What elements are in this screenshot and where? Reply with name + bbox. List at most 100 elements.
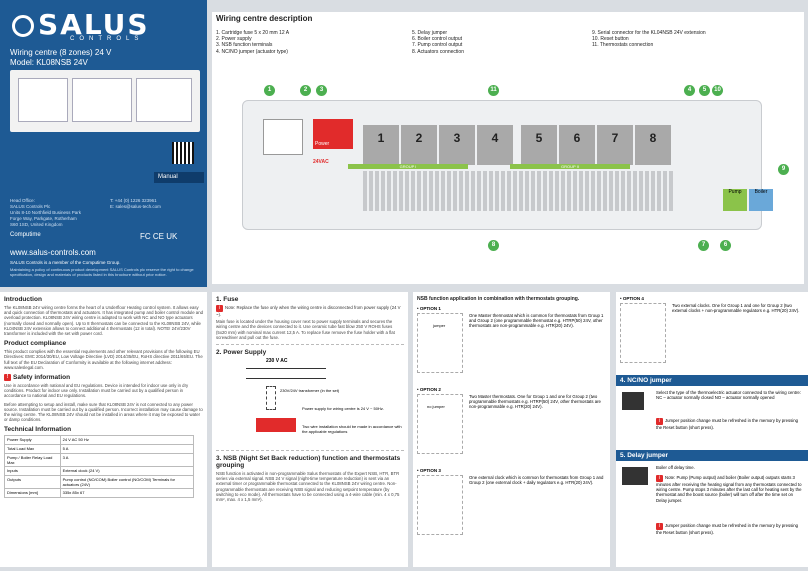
table-row: Dimensions [mm]335x 85x 67 — [4, 488, 195, 499]
nsb-options-panel: NSB function application in combination … — [413, 292, 610, 567]
legend-col-2: 5. Delay jumper 6. Boiler control output… — [412, 30, 464, 55]
legend-item: 10. Reset button — [592, 36, 629, 43]
phone: T: +44 (0) 1226 323961 — [110, 198, 157, 203]
qr-code-icon — [172, 142, 194, 164]
note-icon: i — [656, 475, 663, 482]
legend-item: 11. Thermostats connection — [592, 42, 654, 49]
website-link[interactable]: www.salus-controls.com — [10, 248, 96, 257]
legend-item: 3. NSB function terminals — [216, 42, 273, 49]
ncno-text: Select the type of the thermoelectric ac… — [656, 390, 801, 401]
callout-5: 5 — [699, 85, 710, 96]
product-title: Wiring centre (8 zones) 24 V — [10, 48, 112, 57]
delay-jumper-icon — [622, 467, 648, 485]
legal-notice: Maintaining a policy of continuous produ… — [10, 267, 194, 277]
jumper-label: jumper — [433, 323, 446, 328]
email: E: sales@salus-tech.com — [110, 204, 161, 209]
divider — [216, 450, 404, 452]
cover-panel: SALUS CONTROLS Wiring centre (8 zones) 2… — [0, 0, 207, 287]
tech-key: Total Load Max — [4, 444, 61, 455]
option-2-title: • OPTION 2 — [417, 387, 441, 392]
legend-col-1: 1. Cartridge fuse 5 x 20 mm 12 A 2. Powe… — [216, 30, 289, 55]
office-line: SALUS Controls Plc — [10, 204, 51, 209]
boiler-label: Boiler — [754, 189, 768, 195]
option-1-diagram — [417, 313, 463, 373]
compliance-text: This product complies with the essential… — [4, 349, 203, 370]
voltage-label: 24VAC — [313, 159, 329, 165]
tech-key: Outputs — [4, 475, 61, 490]
member-statement: SALUS Controls is a member of the Comput… — [10, 260, 121, 265]
compliance-title: Product compliance — [4, 340, 67, 348]
transformer-label: 230V/24V transformer (in the set) — [280, 388, 340, 394]
no-jumper-label: no jumper — [427, 404, 445, 409]
pump-label: Pump — [728, 189, 742, 195]
product-model: Model: KL08NSB 24V — [10, 58, 88, 67]
note-icon: i — [656, 418, 663, 425]
zone-4: 4 — [477, 125, 513, 165]
wiring-board: Power 24VAC 1 2 3 4 5 6 7 8 Pump Boiler — [242, 100, 773, 230]
ncno-jumper-icon — [622, 392, 644, 410]
callout-11: 11 — [488, 85, 499, 96]
fuse-title: 1. Fuse — [216, 296, 239, 303]
callout-3: 3 — [316, 85, 327, 96]
power-terminal: Power — [313, 119, 353, 149]
legend-item: 8. Actuators connection — [412, 48, 464, 55]
office-label: Head Office: — [10, 198, 35, 203]
callout-4: 4 — [684, 85, 695, 96]
legend-col-3: 9. Serial connector for the KL04NSB 24V … — [592, 30, 706, 49]
callout-7: 7 — [698, 240, 709, 251]
option-1-block: jumper One Master thermostat which is co… — [413, 313, 610, 383]
tech-key: Power Supply — [4, 435, 61, 446]
option-1-title: • OPTION 1 — [417, 306, 441, 311]
note-icon: i — [656, 523, 663, 530]
safety-text-1: Use in accordance with national and EU r… — [4, 383, 189, 399]
zone-3: 3 — [439, 125, 475, 165]
option-4-title: • OPTION 4 — [620, 296, 644, 301]
legend-item: 5. Delay jumper — [412, 30, 448, 36]
delay-note-2-text: Jumper position change must be refreshed… — [656, 523, 799, 535]
option-3-title: • OPTION 3 — [417, 468, 441, 473]
option-3-block: One external clock which is common for t… — [413, 475, 610, 545]
two-wire-note: Two wire installation should be made in … — [302, 424, 402, 435]
manual-badge: Manual — [154, 172, 204, 183]
power-label: Power — [315, 141, 330, 147]
zone-6: 6 — [559, 125, 595, 165]
office-address: Head Office: SALUS Controls Plc Units 8-… — [10, 198, 100, 228]
office-line: Units 8-10 Northfield Business Park — [10, 210, 82, 215]
callout-6: 6 — [720, 240, 731, 251]
wiring-panel: Wiring centre description 1. Cartridge f… — [212, 12, 804, 284]
power-block — [256, 418, 296, 433]
intro-panel: Introduction The KL08NSB 24V wiring cent… — [0, 292, 207, 567]
device-image — [10, 70, 200, 132]
tech-key: Inputs — [4, 466, 61, 477]
vac-label: 230 V AC — [266, 358, 288, 365]
intro-title: Introduction — [4, 296, 42, 303]
nsb-options-title: NSB function application in combination … — [417, 296, 580, 302]
callout-10: 10 — [712, 85, 723, 96]
legend-item: 1. Cartridge fuse 5 x 20 mm 12 A — [216, 30, 290, 36]
device-left-block — [18, 78, 68, 122]
wiring-title: Wiring centre description — [216, 14, 313, 23]
office-line: Forge Way, Parkgate, Rotherham — [10, 216, 77, 221]
zone-5: 5 — [521, 125, 557, 165]
device-right-block — [136, 78, 192, 122]
tech-key: Dimensions [mm] — [4, 488, 61, 499]
wire-line — [246, 368, 326, 370]
legend-item: 6. Boiler control output — [412, 36, 463, 43]
certification-marks: FC CE UK — [140, 232, 178, 241]
option-4-block: Two external clocks. One for Group 1 and… — [616, 303, 808, 373]
intro-text: The KL08NSB 24V wiring centre forms the … — [4, 305, 203, 337]
callout-9: 9 — [778, 164, 789, 175]
computime-logo: Computime — [10, 232, 41, 238]
power-diagram: 230 V AC 230V/24V transformer (in the se… — [216, 358, 404, 446]
tech-value: 5 A — [59, 444, 195, 455]
zone-7: 7 — [597, 125, 633, 165]
power-title: 2. Power Supply — [216, 349, 267, 357]
